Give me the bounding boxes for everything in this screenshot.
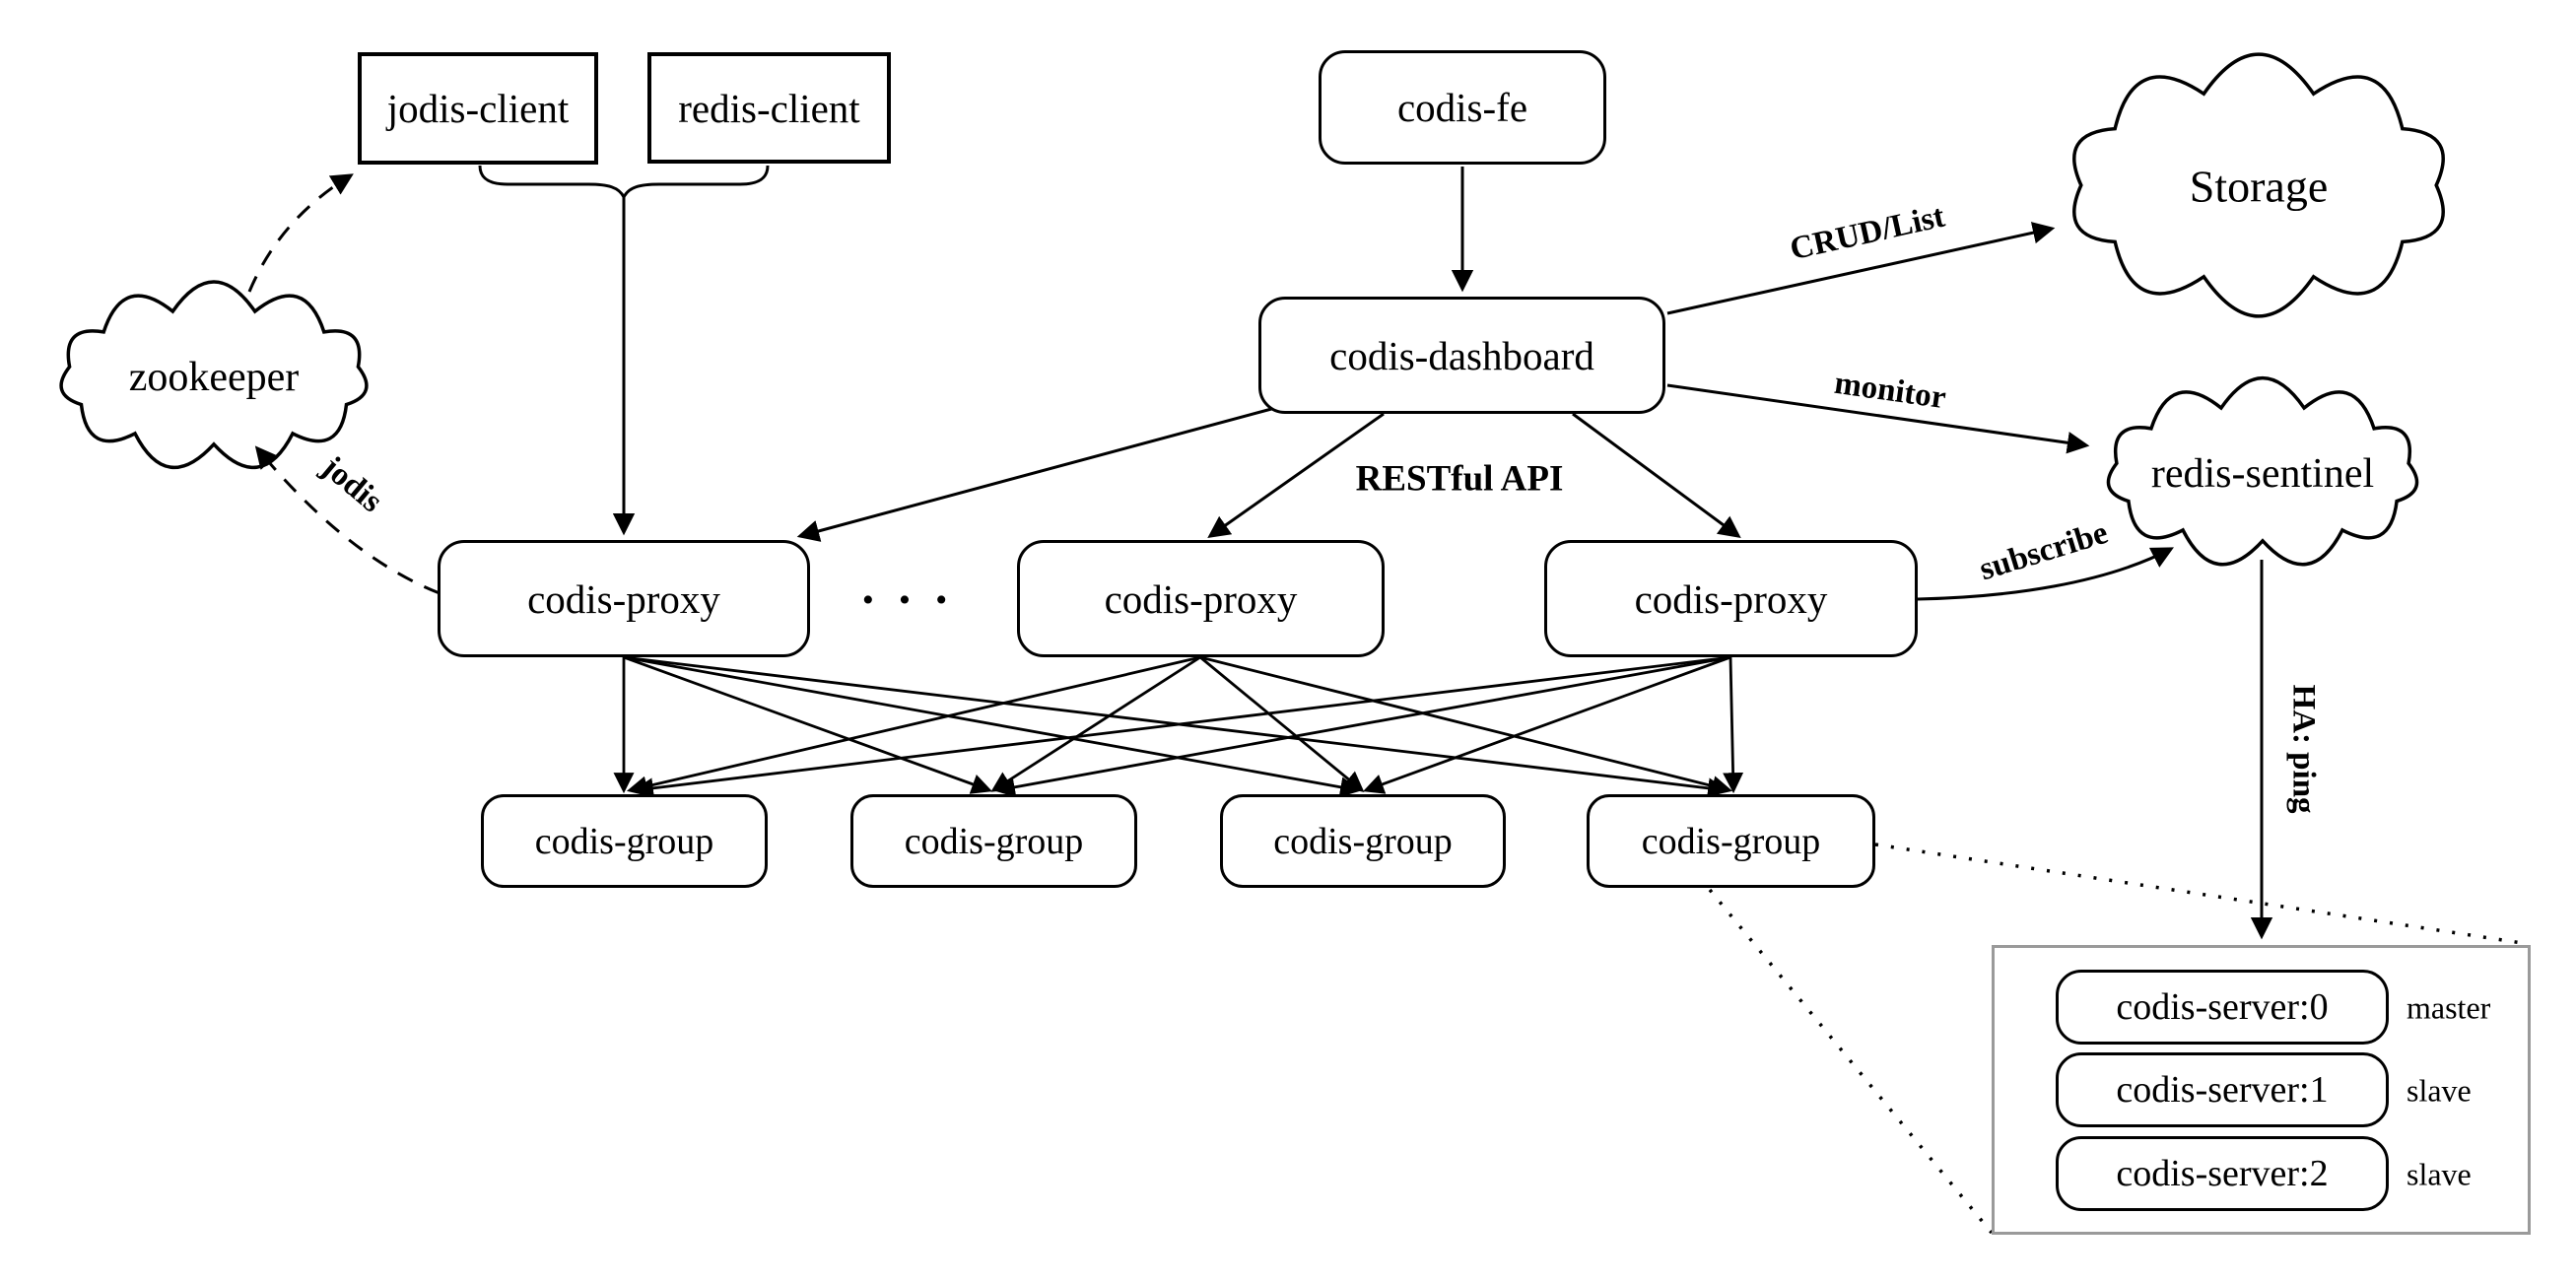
- codis-group-2-label: codis-group: [904, 820, 1084, 862]
- zookeeper-cloud-label: zookeeper: [128, 355, 300, 400]
- redis-sentinel-cloud-shape: [2106, 375, 2419, 567]
- edge-proxy2-group2: [990, 655, 1201, 792]
- edge-label-restful-api: RESTful API: [1355, 458, 1564, 500]
- edge-proxy3-group1: [632, 655, 1731, 799]
- node-codis-dashboard: codis-dashboard: [1258, 297, 1665, 414]
- node-codis-fe: codis-fe: [1319, 50, 1606, 165]
- edge-proxy2-group1: [626, 655, 1201, 797]
- proxy-ellipsis: · · ·: [859, 572, 954, 627]
- edge-dashboard-to-sentinel: [1666, 383, 2090, 454]
- node-codis-proxy-3: codis-proxy: [1544, 540, 1918, 657]
- edge-proxy1-group2: [623, 655, 992, 794]
- codis-dashboard-label: codis-dashboard: [1329, 332, 1594, 378]
- codis-group-4-label: codis-group: [1641, 820, 1821, 862]
- redis-client-label: redis-client: [678, 85, 860, 131]
- edge-proxy1-group3: [623, 655, 1362, 798]
- edge-proxy3-group2: [993, 655, 1731, 798]
- node-codis-group-1: codis-group: [481, 794, 768, 888]
- edge-dashboard-to-proxy2: [1207, 412, 1385, 538]
- codis-server-1-label: codis-server:1: [2116, 1069, 2329, 1111]
- codis-server-2-label: codis-server:2: [2116, 1153, 2329, 1194]
- codis-proxy-3-label: codis-proxy: [1634, 575, 1828, 622]
- edge-proxy2-group4: [1199, 655, 1733, 796]
- node-codis-proxy-1: codis-proxy: [438, 540, 810, 657]
- edge-dashboard-to-proxy1: [796, 406, 1276, 542]
- node-codis-proxy-2: codis-proxy: [1017, 540, 1385, 657]
- edge-proxy3-group3: [1363, 655, 1731, 794]
- clients-brace: [478, 165, 770, 201]
- codis-server-2-role: slave: [2407, 1156, 2472, 1192]
- edge-zookeeper-to-jodis-client: [247, 173, 354, 293]
- edge-dashboard-to-storage: [1666, 222, 2056, 315]
- node-jodis-client: jodis-client: [358, 52, 598, 165]
- edge-proxy3-group4: [1723, 656, 1744, 794]
- node-codis-server-2: codis-server:2: [2056, 1136, 2389, 1211]
- codis-server-1-role: slave: [2407, 1072, 2472, 1109]
- dotted-group4-panel-bottom: [1708, 888, 1994, 1235]
- codis-proxy-2-label: codis-proxy: [1104, 575, 1298, 622]
- storage-cloud-shape: [2072, 52, 2445, 318]
- codis-proxy-1-label: codis-proxy: [527, 575, 720, 622]
- storage-cloud-label: Storage: [2189, 161, 2329, 212]
- node-codis-server-0: codis-server:0: [2056, 970, 2389, 1045]
- node-codis-group-2: codis-group: [850, 794, 1137, 888]
- jodis-client-label: jodis-client: [386, 86, 570, 131]
- redis-sentinel-cloud-label: redis-sentinel: [2150, 451, 2375, 497]
- edge-label-ha-ping: HA: ping: [2285, 684, 2322, 814]
- edge-proxy3-subscribe-sentinel: [1917, 547, 2174, 601]
- codis-server-0-role: master: [2407, 989, 2491, 1026]
- node-codis-server-1: codis-server:1: [2056, 1052, 2389, 1127]
- node-codis-group-4: codis-group: [1587, 794, 1875, 888]
- dotted-group4-panel-top: [1874, 843, 2530, 946]
- codis-server-0-label: codis-server:0: [2116, 986, 2329, 1028]
- codis-group-3-label: codis-group: [1273, 820, 1453, 862]
- codis-fe-label: codis-fe: [1396, 85, 1528, 130]
- edge-dashboard-to-proxy3: [1572, 412, 1741, 539]
- codis-group-1-label: codis-group: [534, 820, 714, 862]
- node-redis-client: redis-client: [647, 52, 891, 164]
- edge-proxy2-group3: [1199, 655, 1365, 793]
- node-codis-group-3: codis-group: [1220, 794, 1506, 888]
